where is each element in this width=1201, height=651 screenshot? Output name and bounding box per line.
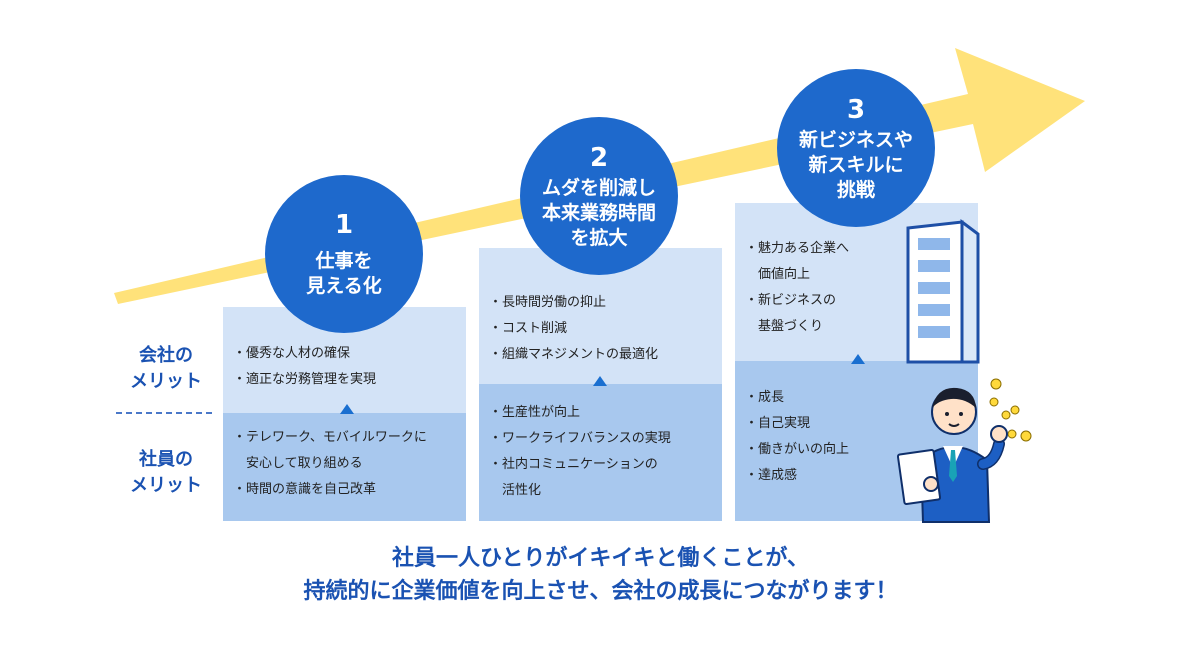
list-item: 安心して取り組める <box>233 456 363 471</box>
list-item: 価値向上 <box>745 267 811 282</box>
step-1-number: 1 <box>334 210 354 240</box>
list-item: ・自己実現 <box>745 416 811 431</box>
list-item: ・成長 <box>745 390 785 405</box>
step-3-title: 新ビジネスや 新スキルに 挑戦 <box>798 128 913 201</box>
office-building-icon <box>906 219 980 364</box>
step-2-circle: 2 ムダを削減し 本来業務時間 を拡大 <box>520 117 678 275</box>
step-1-circle: 1 仕事を 見える化 <box>265 175 423 333</box>
list-item: ・社内コミュニケーションの <box>489 457 658 472</box>
triangle-up-icon <box>851 354 865 364</box>
list-item: ・働きがいの向上 <box>745 442 850 457</box>
list-item: ・時間の意識を自己改革 <box>233 482 377 497</box>
list-item: ・優秀な人材の確保 <box>233 346 351 361</box>
list-item: ・適正な労務管理を実現 <box>233 372 377 387</box>
tagline-line-2: 持続的に企業価値を向上させ、会社の成長につながります！ <box>303 579 898 604</box>
row-divider <box>116 412 212 414</box>
list-item: 活性化 <box>489 483 542 498</box>
step-1-employee-box: ・テレワーク、モバイルワークに 安心して取り組める ・時間の意識を自己改革 <box>223 413 466 521</box>
step-2-employee-list: ・生産性が向上 ・ワークライフバランスの実現 ・社内コミュニケーションの 活性化 <box>489 400 671 504</box>
list-item: ・テレワーク、モバイルワークに <box>233 430 427 445</box>
list-item: ・組織マネジメントの最適化 <box>489 347 659 362</box>
list-item: ・長時間労働の抑止 <box>489 295 607 310</box>
step-1-title: 仕事を 見える化 <box>306 250 382 297</box>
step-3-number: 3 <box>846 94 866 125</box>
step-3-company-list: ・魅力ある企業へ 価値向上 ・新ビジネスの 基盤づくり <box>745 236 849 340</box>
step-2-company-list: ・長時間労働の抑止 ・コスト削減 ・組織マネジメントの最適化 <box>489 290 658 368</box>
step-3-circle: 3 新ビジネスや 新スキルに 挑戦 <box>777 69 935 227</box>
list-item: 基盤づくり <box>745 319 824 334</box>
step-1-panel: ・優秀な人材の確保 ・適正な労務管理を実現 ・テレワーク、モバイルワークに 安心… <box>223 307 466 521</box>
step-2-panel: ・長時間労働の抑止 ・コスト削減 ・組織マネジメントの最適化 ・生産性が向上 ・… <box>479 248 722 521</box>
step-1-company-list: ・優秀な人材の確保 ・適正な労務管理を実現 <box>233 341 376 393</box>
step-1-company-box: ・優秀な人材の確保 ・適正な労務管理を実現 <box>223 307 466 413</box>
list-item: ・ワークライフバランスの実現 <box>489 431 671 446</box>
triangle-up-icon <box>593 376 607 386</box>
list-item: ・達成感 <box>745 468 798 483</box>
tagline-line-1: 社員一人ひとりがイキイキと働くことが、 <box>392 546 809 571</box>
company-merit-label: 会社の メリット <box>130 345 202 392</box>
employee-merit-label: 社員の メリット <box>130 449 202 496</box>
list-item: ・新ビジネスの <box>745 293 837 308</box>
step-2-employee-box: ・生産性が向上 ・ワークライフバランスの実現 ・社内コミュニケーションの 活性化 <box>479 384 722 521</box>
step-2-number: 2 <box>589 142 609 173</box>
list-item: ・生産性が向上 <box>489 405 581 420</box>
list-item: ・コスト削減 <box>489 321 568 336</box>
list-item: ・魅力ある企業へ <box>745 241 850 256</box>
businessman-icon <box>896 378 1032 523</box>
step-1-employee-list: ・テレワーク、モバイルワークに 安心して取り組める ・時間の意識を自己改革 <box>233 425 427 503</box>
triangle-up-icon <box>340 404 354 414</box>
step-3-employee-list: ・成長 ・自己実現 ・働きがいの向上 ・達成感 <box>745 385 849 489</box>
step-2-title: ムダを削減し 本来業務時間 を拡大 <box>541 176 656 249</box>
